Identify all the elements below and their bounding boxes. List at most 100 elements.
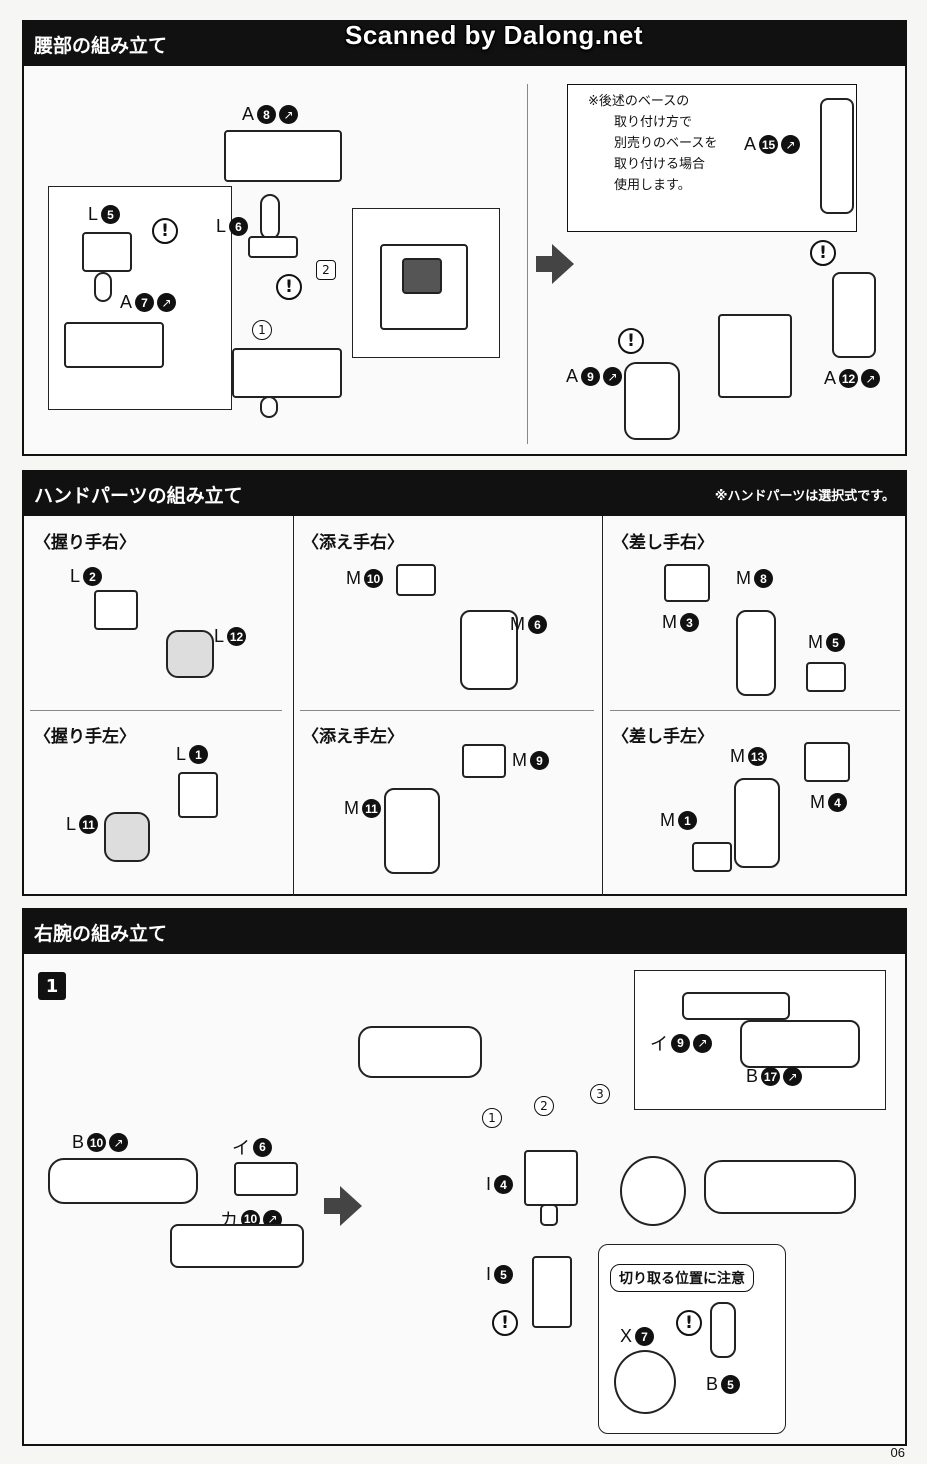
part-number: 7 [635, 1327, 655, 1346]
divider [527, 84, 528, 444]
part-number: 1 [678, 811, 697, 830]
caution-icon: ! [810, 240, 836, 266]
part-number: 11 [362, 799, 381, 818]
hand-title: 〈添え手左〉 [302, 727, 404, 747]
hand-title: 〈添え手右〉 [302, 533, 404, 553]
part-number: 8 [257, 105, 277, 124]
part-x7 [614, 1350, 676, 1414]
part-l6 [260, 194, 280, 240]
part-letter: M [512, 750, 527, 770]
part-letter: A [566, 366, 579, 386]
hand-title: 〈握り手左〉 [34, 727, 136, 747]
part-letter: I [486, 1174, 492, 1194]
part-number: 5 [826, 633, 845, 652]
section-header: ハンドパーツの組み立て ※ハンドパーツは選択式です。 [24, 472, 905, 516]
part-number: 8 [754, 569, 773, 588]
part-b10 [48, 1158, 198, 1204]
hand-part [692, 842, 732, 872]
part-letter: M [344, 798, 359, 818]
cut-icon: ↗ [263, 1209, 282, 1229]
part-a9 [624, 362, 680, 440]
part-number: 11 [79, 815, 99, 834]
caution-icon: ! [676, 1310, 702, 1336]
part-letter: M [730, 746, 745, 766]
part-wheel [620, 1156, 686, 1226]
part-number: 6 [229, 217, 249, 236]
next-arrow-icon [324, 1186, 362, 1226]
part-number: 2 [83, 567, 103, 586]
part-letter: B [746, 1066, 759, 1086]
part-letter: L [66, 814, 77, 834]
hand-part [806, 662, 846, 692]
hand-fist [104, 812, 150, 862]
hand-title: 〈差し手左〉 [612, 727, 714, 747]
part-number: 13 [748, 747, 767, 766]
part-letter: M [808, 632, 823, 652]
step-badge: 1 [38, 972, 66, 1000]
part-number: 5 [721, 1375, 741, 1394]
part-l5 [82, 232, 132, 272]
part-letter: イ [650, 1034, 668, 1054]
hand-part [664, 564, 710, 602]
part-letter: イ [232, 1138, 250, 1158]
cut-icon: ↗ [279, 105, 299, 124]
part-number: 17 [761, 1067, 781, 1086]
note-line: 取り付ける場合 [614, 157, 706, 172]
note-line: 取り付け方で [614, 115, 693, 130]
detail-highlight [402, 258, 442, 294]
part-waist-peg [260, 396, 278, 418]
part-letter: M [510, 614, 525, 634]
detail-zoom-box [352, 208, 500, 358]
part-letter: M [736, 568, 751, 588]
note-line: 使用します。 [614, 178, 691, 193]
part-number: 5 [494, 1265, 514, 1284]
part-letter: I [486, 1264, 492, 1284]
section-title: 右腕の組み立て [24, 910, 905, 954]
hand-open [384, 788, 440, 874]
caution-icon: ! [152, 218, 178, 244]
part-number: 1 [189, 745, 209, 764]
part-a12-plate [832, 272, 876, 358]
part-waist-base [232, 348, 342, 398]
part-I4 [524, 1150, 578, 1206]
step-mark: 2 [316, 260, 336, 280]
section-note: ※ハンドパーツは選択式です。 [714, 488, 895, 504]
part-I4-peg [540, 1204, 558, 1226]
section-title: 腰部の組み立て [24, 22, 905, 66]
hand-title: 〈差し手右〉 [612, 533, 714, 553]
part-letter: A [744, 134, 757, 154]
hand-point [734, 778, 780, 868]
grid-line [610, 710, 900, 711]
cut-icon: ↗ [783, 1067, 803, 1086]
note-line: 別売りのベースを [614, 136, 718, 151]
part-b5 [710, 1302, 736, 1358]
part-I5 [532, 1256, 572, 1328]
hand-fist [166, 630, 214, 678]
grid-line [300, 710, 594, 711]
part-letter: L [70, 566, 81, 586]
note-line: ※後述のベースの [588, 94, 690, 109]
cut-icon: ↗ [603, 367, 623, 386]
watermark: Scanned by Dalong.net [345, 20, 643, 50]
part-letter: L [214, 626, 225, 646]
part-number: 7 [135, 293, 155, 312]
part-a8 [224, 130, 342, 182]
